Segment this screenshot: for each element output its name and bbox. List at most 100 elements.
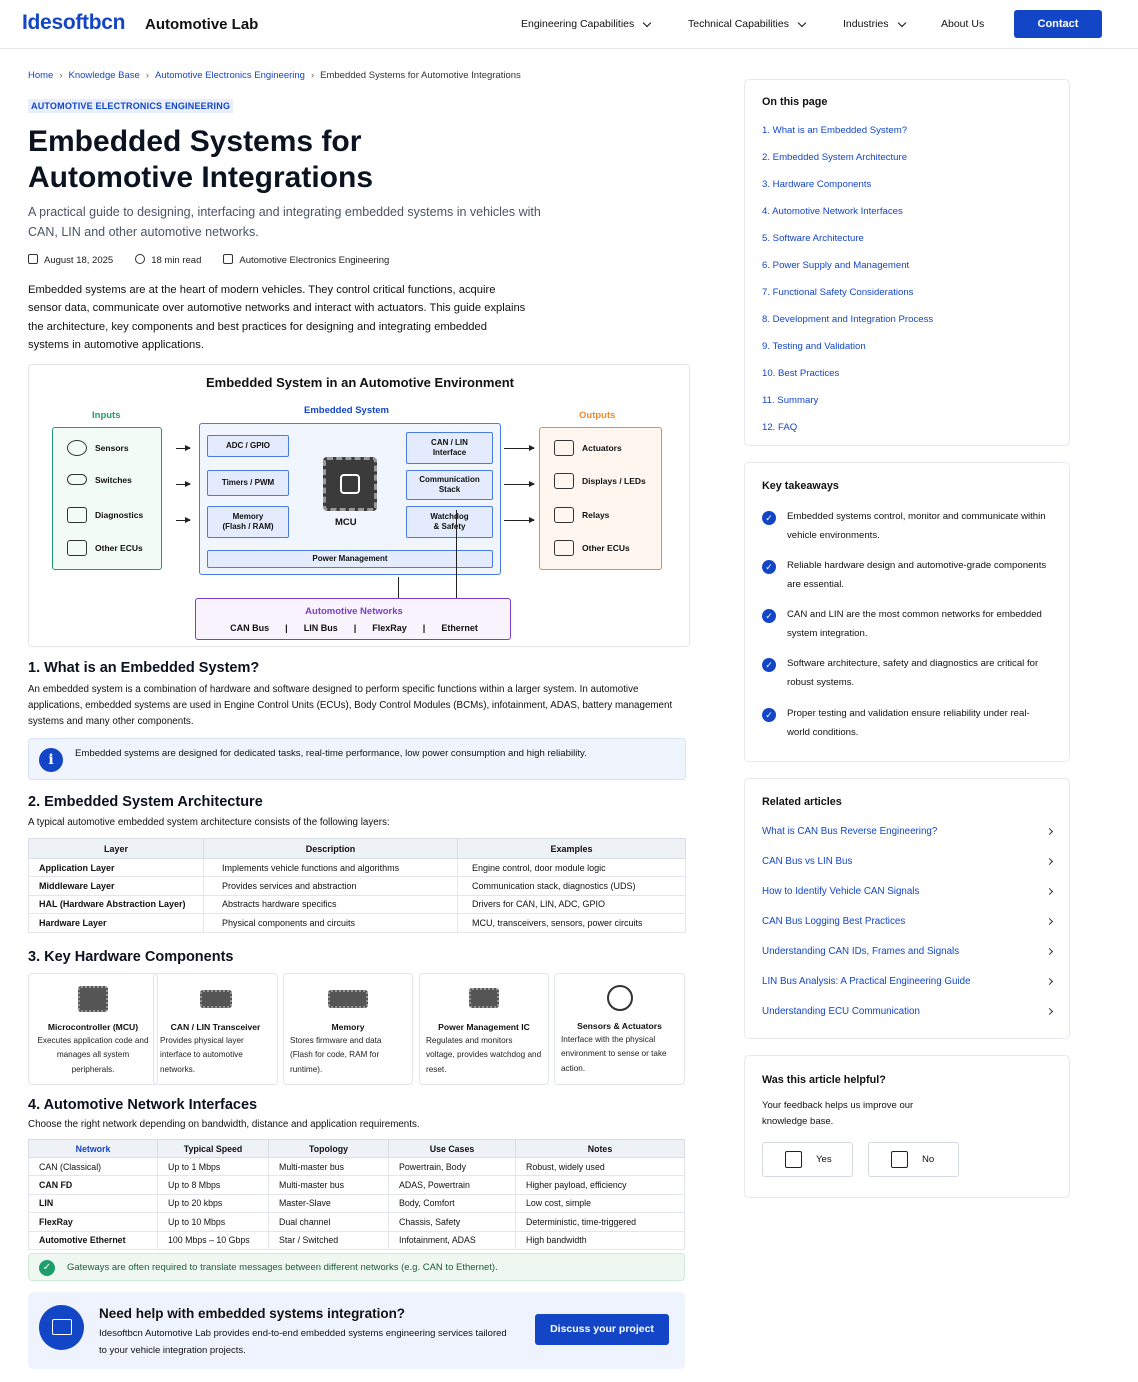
breadcrumb-category[interactable]: Automotive Electronics Engineering (155, 70, 305, 81)
toc-card: On this page 1. What is an Embedded Syst… (744, 79, 1070, 446)
breadcrumb-current: Embedded Systems for Automotive Integrat… (320, 70, 521, 81)
toc-item[interactable]: 4. Automotive Network Interfaces (762, 206, 903, 217)
module-adc-gpio: ADC / GPIO (207, 435, 289, 457)
table-cell: Application Layer (28, 858, 204, 878)
section-title-3: 3. Key Hardware Components (28, 949, 234, 965)
outputs-box: Actuators Displays / LEDs Relays Other E… (539, 427, 662, 570)
discuss-project-button[interactable]: Discuss your project (535, 1314, 669, 1345)
logo[interactable]: Idesoftbcn (22, 11, 126, 34)
related-article-link[interactable]: CAN Bus Logging Best Practices (762, 916, 1054, 927)
related-article-link[interactable]: Understanding ECU Communication (762, 1006, 1054, 1017)
network-lin: LIN Bus (303, 623, 338, 633)
related-article-link[interactable]: LIN Bus Analysis: A Practical Engineerin… (762, 976, 1054, 987)
nav-industries[interactable]: Industries (843, 18, 906, 30)
table-cell: Provides services and abstraction (203, 876, 458, 896)
category-tag[interactable]: AUTOMOTIVE ELECTRONICS ENGINEERING (28, 99, 234, 113)
feedback-text: Your feedback helps us improve our knowl… (762, 1100, 914, 1127)
feedback-card: Was this article helpful? Your feedback … (744, 1055, 1070, 1198)
toc-item[interactable]: 5. Software Architecture (762, 233, 864, 244)
automotive-networks-box: Automotive Networks CAN Bus | LIN Bus | … (195, 598, 511, 640)
table-cell: Deterministic, time-triggered (515, 1212, 685, 1232)
takeaway-text: Embedded systems control, monitor and co… (787, 511, 1046, 541)
related-article-label: Understanding CAN IDs, Frames and Signal… (762, 946, 960, 957)
takeaway-text: CAN and LIN are the most common networks… (787, 609, 1042, 639)
module-power-management: Power Management (207, 550, 493, 568)
chevron-right-icon (1045, 857, 1054, 866)
toc-item[interactable]: 11. Summary (762, 395, 819, 406)
toc-item[interactable]: 1. What is an Embedded System? (762, 125, 908, 136)
thumbs-down-icon (891, 1151, 908, 1168)
hardware-card-mcu: Microcontroller (MCU)Executes applicatio… (28, 973, 158, 1085)
table-cell: Up to 20 kbps (157, 1194, 269, 1214)
hardware-card-title: Sensors & Actuators (577, 1021, 662, 1031)
toc-item[interactable]: 3. Hardware Components (762, 179, 872, 190)
nav-engineering-capabilities[interactable]: Engineering Capabilities (521, 18, 652, 30)
table-cell: Low cost, simple (515, 1194, 685, 1214)
table-cell: CAN FD (28, 1175, 158, 1195)
hardware-card-title: Memory (331, 1022, 365, 1032)
input-diagnostics: Diagnostics (67, 507, 143, 523)
clock-icon (135, 254, 146, 264)
feedback-yes-button[interactable]: Yes (762, 1142, 853, 1177)
chevron-down-icon (897, 18, 906, 27)
nav-technical-capabilities[interactable]: Technical Capabilities (688, 18, 807, 30)
nav-label: About Us (941, 18, 985, 30)
info-text: Embedded systems are designed for dedica… (75, 748, 587, 759)
breadcrumb-knowledge-base[interactable]: Knowledge Base (68, 70, 140, 81)
chevron-down-icon (643, 18, 652, 27)
check-icon: ✓ (762, 560, 776, 574)
toc-item[interactable]: 7. Functional Safety Considerations (762, 287, 914, 298)
hardware-card-desc: Provides physical layer interface to aut… (160, 1036, 244, 1074)
magnifier-icon (606, 985, 633, 1011)
toc-item[interactable]: 9. Testing and Validation (762, 341, 866, 352)
date-text: August 18, 2025 (44, 255, 114, 266)
table-header: Description (203, 838, 458, 859)
table-cell: Body, Comfort (388, 1194, 516, 1214)
table-cell: Automotive Ethernet (28, 1231, 158, 1250)
breadcrumb-separator: › (59, 70, 63, 81)
related-article-link[interactable]: Understanding CAN IDs, Frames and Signal… (762, 946, 1054, 957)
module-memory: Memory (Flash / RAM) (207, 506, 289, 538)
architecture-table: Layer Description Examples Application L… (28, 838, 686, 933)
input-label: Sensors (95, 443, 129, 453)
related-article-link[interactable]: What is CAN Bus Reverse Engineering? (762, 826, 1054, 837)
network-can: CAN Bus (230, 623, 270, 633)
feedback-no-button[interactable]: No (868, 1142, 959, 1177)
connector-line (456, 510, 458, 598)
network-ethernet: Ethernet (441, 623, 478, 633)
table-cell: Abstracts hardware specifics (203, 895, 458, 915)
contact-button[interactable]: Contact (1014, 10, 1102, 38)
table-cell: Communication stack, diagnostics (UDS) (457, 876, 686, 896)
connector-line (398, 577, 400, 598)
table-header: Examples (457, 838, 686, 859)
nav-about-us[interactable]: About Us (941, 18, 984, 30)
hardware-card-title: CAN / LIN Transceiver (170, 1022, 261, 1032)
related-article-link[interactable]: How to Identify Vehicle CAN Signals (762, 886, 1054, 897)
mcu-label: MCU (335, 517, 357, 528)
table-cell: 100 Mbps – 10 Gbps (157, 1231, 269, 1250)
table-cell: Middleware Layer (28, 876, 204, 896)
breadcrumb-home[interactable]: Home (28, 70, 54, 81)
toc-item[interactable]: 12. FAQ (762, 422, 798, 433)
memory-icon (328, 990, 368, 1008)
table-cell: Robust, widely used (515, 1157, 685, 1177)
table-cell: HAL (Hardware Abstraction Layer) (28, 895, 204, 915)
toc-item[interactable]: 2. Embedded System Architecture (762, 152, 908, 163)
related-article-link[interactable]: CAN Bus vs LIN Bus (762, 856, 1054, 867)
output-label: Other ECUs (582, 543, 630, 553)
cta-text: Idesoftbcn Automotive Lab provides end-t… (99, 1328, 507, 1356)
section-text-2: A typical automotive embedded system arc… (28, 817, 390, 828)
table-cell: Up to 1 Mbps (157, 1157, 269, 1177)
inputs-box: Sensors Switches Diagnostics Other ECUs (52, 427, 162, 570)
toc-item[interactable]: 10. Best Practices (762, 368, 840, 379)
article-lead: A practical guide to designing, interfac… (28, 205, 541, 239)
switch-icon (67, 474, 87, 485)
toc-item[interactable]: 8. Development and Integration Process (762, 314, 934, 325)
table-cell: Chassis, Safety (388, 1212, 516, 1232)
table-cell: High bandwidth (515, 1231, 685, 1250)
toc-item[interactable]: 6. Power Supply and Management (762, 260, 910, 271)
feedback-title: Was this article helpful? (762, 1074, 886, 1086)
